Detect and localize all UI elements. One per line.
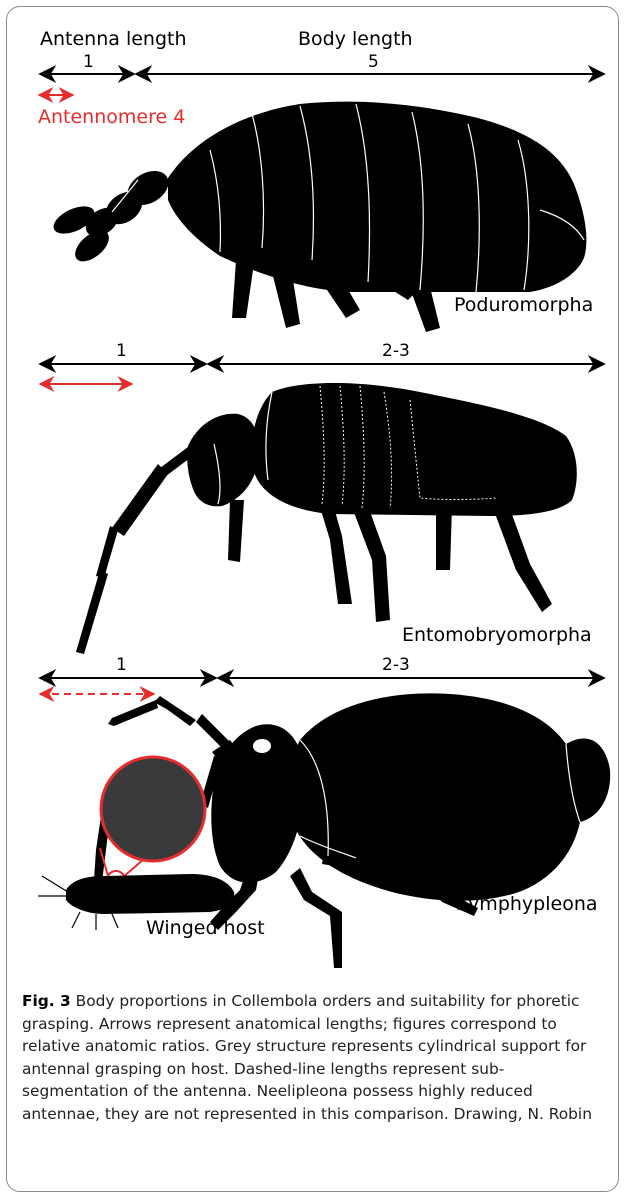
caption-label: Fig. 3 — [22, 992, 71, 1010]
figure-caption: Fig. 3 Body proportions in Collembola or… — [22, 990, 607, 1126]
body-ratio-label: 2-3 — [382, 341, 410, 361]
antenna-ratio-label: 1 — [116, 655, 127, 675]
entomobryomorpha-label: Entomobryomorpha — [402, 624, 592, 646]
grasp-support-zoom — [100, 757, 205, 889]
symphypleona-label: Symphypleona — [456, 893, 598, 915]
antenna-length-header: Antenna length — [40, 28, 187, 50]
body-length-header: Body length — [298, 28, 413, 50]
symphypleona-section: 1 2-3 — [38, 655, 610, 968]
antenna-ratio-label: 1 — [116, 341, 127, 361]
poduromorpha-section: Antenna length Body length 1 5 Antennome… — [38, 28, 604, 332]
body-ratio-label: 5 — [368, 52, 379, 72]
poduromorpha-label: Poduromorpha — [454, 294, 593, 316]
winged-host-label: Winged host — [146, 917, 265, 939]
body-ratio-label: 2-3 — [382, 655, 410, 675]
caption-text: Body proportions in Collembola orders an… — [22, 992, 592, 1123]
entomobryomorpha-silhouette — [76, 383, 577, 654]
antenna-ratio-label: 1 — [83, 52, 94, 72]
collembola-figure: Antenna length Body length 1 5 Antennome… — [0, 0, 625, 985]
antennomere-label: Antennomere 4 — [38, 106, 185, 128]
entomobryomorpha-section: 1 2-3 — [40, 341, 604, 654]
